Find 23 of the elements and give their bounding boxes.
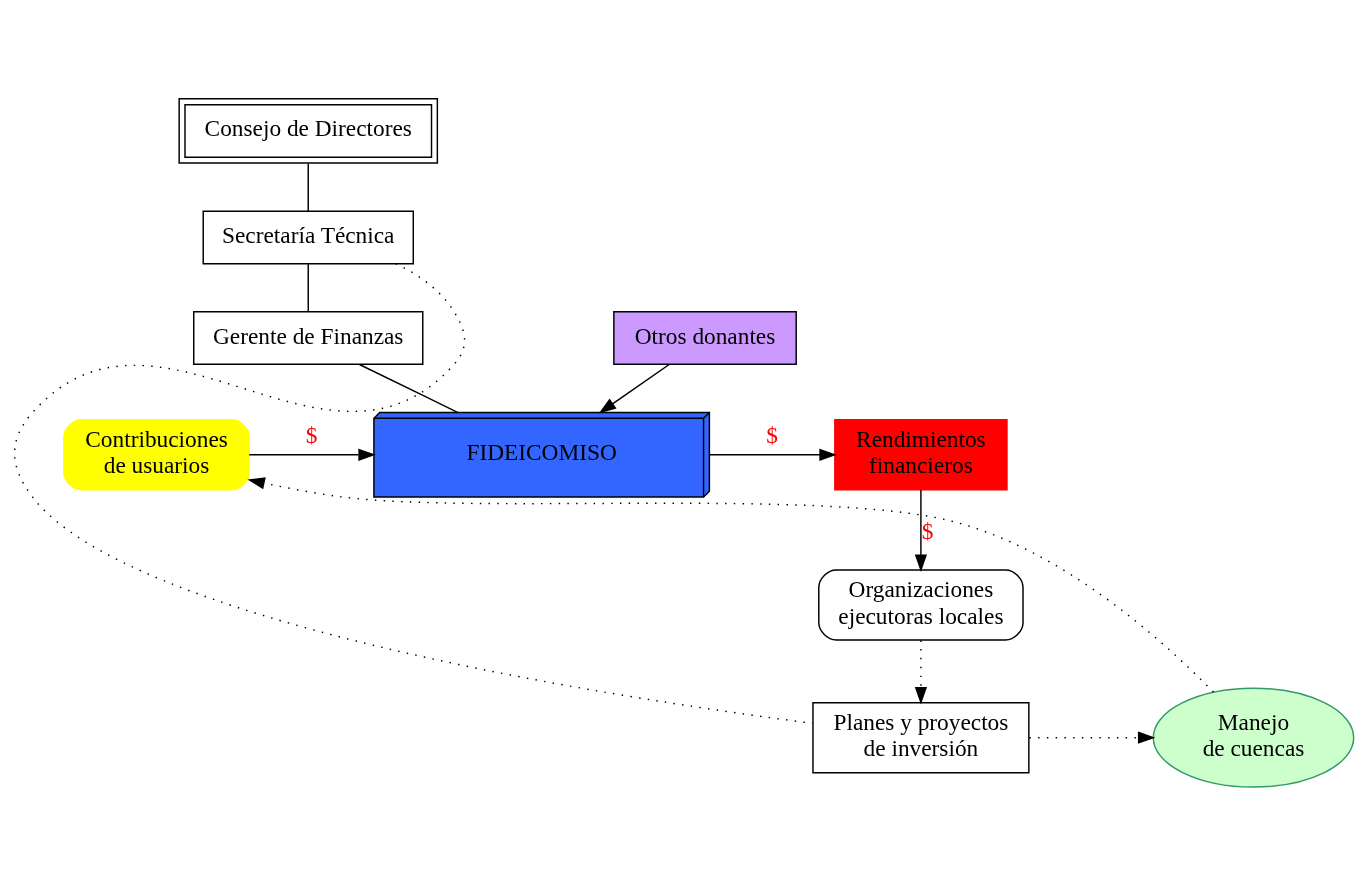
node-ellipse: Manejo de cuencas [1152,687,1355,788]
node-box: Organizaciones ejecutoras locales [818,569,1024,641]
connector [13,263,814,725]
arrow [708,448,837,461]
node-box: Planes y proyectos de inversión [812,701,1030,774]
arrow [1028,731,1156,744]
connector [358,363,459,414]
edge-label: $ [766,421,778,448]
node-box: Rendimientos financieros [834,419,1008,491]
connector [307,263,309,312]
connector [307,162,309,212]
arrow [598,363,670,414]
node-box: Secretaría Técnica [202,210,414,265]
node-box: Consejo de Directores [178,98,439,164]
arrow [914,489,928,573]
node-box: Contribuciones de usuarios [63,419,250,491]
arrow [247,477,1215,693]
edge-label: $ [921,518,934,545]
edge-label: $ [305,421,318,448]
arrow [914,639,928,705]
node-box: Gerente de Finanzas [193,311,424,366]
arrow [248,448,376,461]
node-box: Otros donantes [613,311,797,366]
